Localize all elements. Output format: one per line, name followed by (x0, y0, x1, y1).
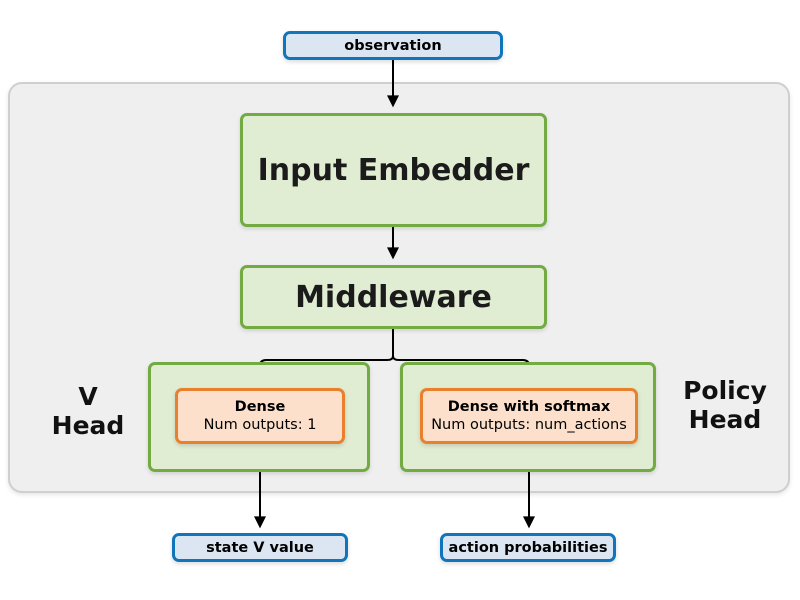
node-state-v-value-label: state V value (206, 539, 314, 556)
node-action-probabilities[interactable]: action probabilities (440, 533, 616, 562)
caption-v-head-line1: V (78, 382, 98, 411)
caption-policy-head-line1: Policy (683, 376, 767, 405)
node-input-embedder[interactable]: Input Embedder (240, 113, 547, 227)
node-observation-label: observation (344, 37, 442, 54)
node-action-probabilities-label: action probabilities (448, 539, 608, 556)
node-dense-title: Dense (234, 398, 286, 415)
node-observation[interactable]: observation (283, 31, 503, 60)
node-input-embedder-label: Input Embedder (257, 152, 530, 188)
node-state-v-value[interactable]: state V value (172, 533, 348, 562)
caption-policy-head-line2: Head (688, 404, 762, 434)
node-middleware[interactable]: Middleware (240, 265, 547, 329)
caption-v-head-line2: Head (51, 410, 125, 440)
caption-v-head: V Head (36, 382, 140, 441)
caption-policy-head: Policy Head (662, 376, 788, 435)
node-dense[interactable]: Dense Num outputs: 1 (175, 388, 345, 444)
node-dense-with-softmax[interactable]: Dense with softmax Num outputs: num_acti… (420, 388, 638, 444)
node-middleware-label: Middleware (295, 279, 492, 315)
node-dense-with-softmax-title: Dense with softmax (447, 398, 611, 415)
node-dense-detail: Num outputs: 1 (203, 417, 317, 433)
node-dense-with-softmax-detail: Num outputs: num_actions (431, 417, 627, 433)
